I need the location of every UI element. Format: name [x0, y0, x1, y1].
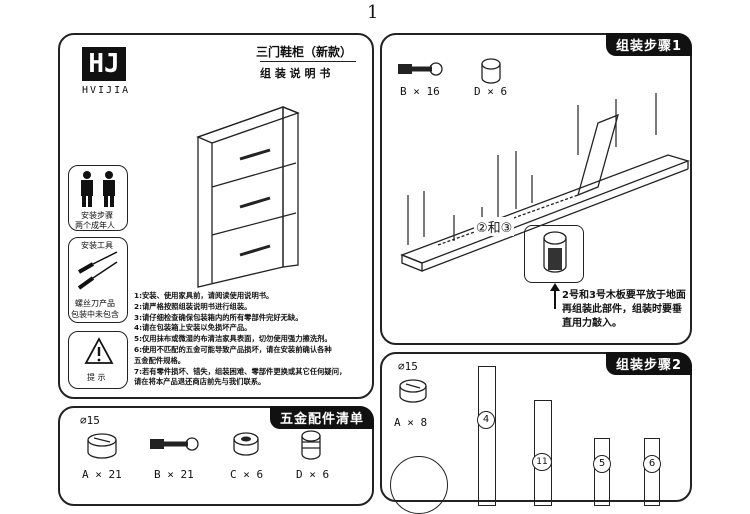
warning-caption: 提 示	[87, 373, 106, 382]
step1-note: 2号和3号木板要平放于地面再组装此部件，组装时要垂直用力敲入。	[562, 290, 686, 329]
logo-subtext: HVIJIA	[82, 85, 131, 96]
hardware-list-title: 五金配件清单	[269, 406, 374, 429]
hardware-item-label: A × 21	[82, 468, 122, 481]
hardware-item-label: D × 6	[296, 468, 330, 481]
board-6: 6	[643, 438, 661, 506]
people-caption-2: 两个成年人	[75, 221, 115, 230]
board-number: 5	[593, 455, 611, 473]
brand-logo: HJ	[82, 47, 126, 81]
board-assembly-diagram	[400, 93, 691, 272]
step2-title: 组装步骤2	[605, 352, 692, 375]
people-caption-1: 安装步骤	[81, 211, 113, 220]
note-line: 2:请严格按照组装说明书进行组装。	[134, 301, 252, 311]
note-line: 3:请仔细检查确保包装箱内的所有零部件完好无缺。	[134, 312, 303, 322]
step2-panel: 组装步骤2 ⌀15 A × 8 4 11 5 6	[380, 352, 692, 514]
hardware-dim-label: ⌀15	[80, 414, 100, 427]
tools-caption-1: 螺丝刀产品	[75, 299, 115, 308]
note-line: 请在将本产品退还商店前先与我们联系。	[134, 377, 266, 387]
board-11: 11	[532, 400, 552, 506]
note-line: 五金配件规格。	[134, 355, 186, 365]
board-number: 4	[477, 411, 495, 429]
cam-bolt-icon	[150, 437, 199, 451]
cap-cover-icon	[233, 432, 259, 456]
note-line: 5:仅用抹布或微湿的布清洁家具表面，切勿使用强力擦洗剂。	[134, 334, 332, 344]
step1-panel: 组装步骤1 B × 16 D × 6 ②和③	[380, 33, 692, 345]
step2-part-label: A × 8	[394, 416, 428, 429]
hardware-item-label: C × 6	[230, 468, 264, 481]
note-line: 6:使用不匹配的五金可能导致产品损坏，请在安装前确认各种	[134, 344, 332, 354]
step1-part-label: B × 16	[400, 85, 440, 98]
step1-title: 组装步骤1	[605, 33, 692, 56]
logo-text: HJ	[88, 49, 120, 79]
boards-label: ②和③	[474, 217, 515, 236]
step1-part-label: D × 6	[474, 85, 508, 98]
tools-title: 安装工具	[81, 241, 113, 250]
people-box: 安装步骤 两个成年人	[68, 165, 128, 231]
cam-bolt-icon	[398, 62, 443, 76]
screwdriver-icon	[77, 251, 118, 290]
tools-caption-2: 包装中未包含	[71, 310, 119, 319]
wood-dowel-icon	[543, 231, 567, 273]
instruction-notes: 1:安装、使用家具前，请阅读使用说明书。 2:请严格按照组装说明书进行组装。 3…	[134, 291, 370, 388]
wood-dowel-icon	[481, 58, 501, 84]
board-number: 11	[532, 453, 552, 471]
note-line: 1:安装、使用家具前，请阅读使用说明书。	[134, 291, 274, 300]
tools-box: 安装工具 螺丝刀产品 包装中未包含	[68, 237, 128, 323]
cam-lock-icon	[399, 379, 427, 403]
board-4: 4	[477, 366, 496, 506]
two-people-icon	[81, 171, 115, 207]
note-line: 7:若有零件损坏、错失，组装困难、零部件更换或其它任何疑问，	[134, 366, 347, 376]
shoe-cabinet-illustration	[196, 106, 300, 288]
cam-lock-icon	[87, 433, 117, 459]
cover-panel: HJ HVIJIA 三门鞋柜（新款） 组 装 说 明 书 安装步骤 两个成年人 …	[58, 33, 374, 399]
page-number: 1	[367, 2, 379, 23]
board-5: 5	[593, 438, 611, 506]
warning-box: 提 示	[68, 331, 128, 389]
hardware-list-panel: 五金配件清单 ⌀15 A × 21 B × 21 C × 6 D × 6	[58, 406, 374, 506]
document-title: 三门鞋柜（新款）	[256, 45, 353, 59]
force-arrow-icon	[550, 283, 560, 309]
cam-zoom-circle	[390, 456, 448, 514]
wood-dowel-icon	[301, 430, 321, 460]
board-number: 6	[643, 455, 661, 473]
document-subtitle: 组 装 说 明 书	[260, 61, 356, 81]
hardware-item-label: B × 21	[154, 468, 194, 481]
warning-triangle-icon	[84, 337, 114, 364]
note-line: 4:请在包装箱上安装以免损坏产品。	[134, 323, 252, 333]
dowel-zoom-box	[524, 225, 584, 283]
step2-dim-label: ⌀15	[398, 360, 418, 373]
